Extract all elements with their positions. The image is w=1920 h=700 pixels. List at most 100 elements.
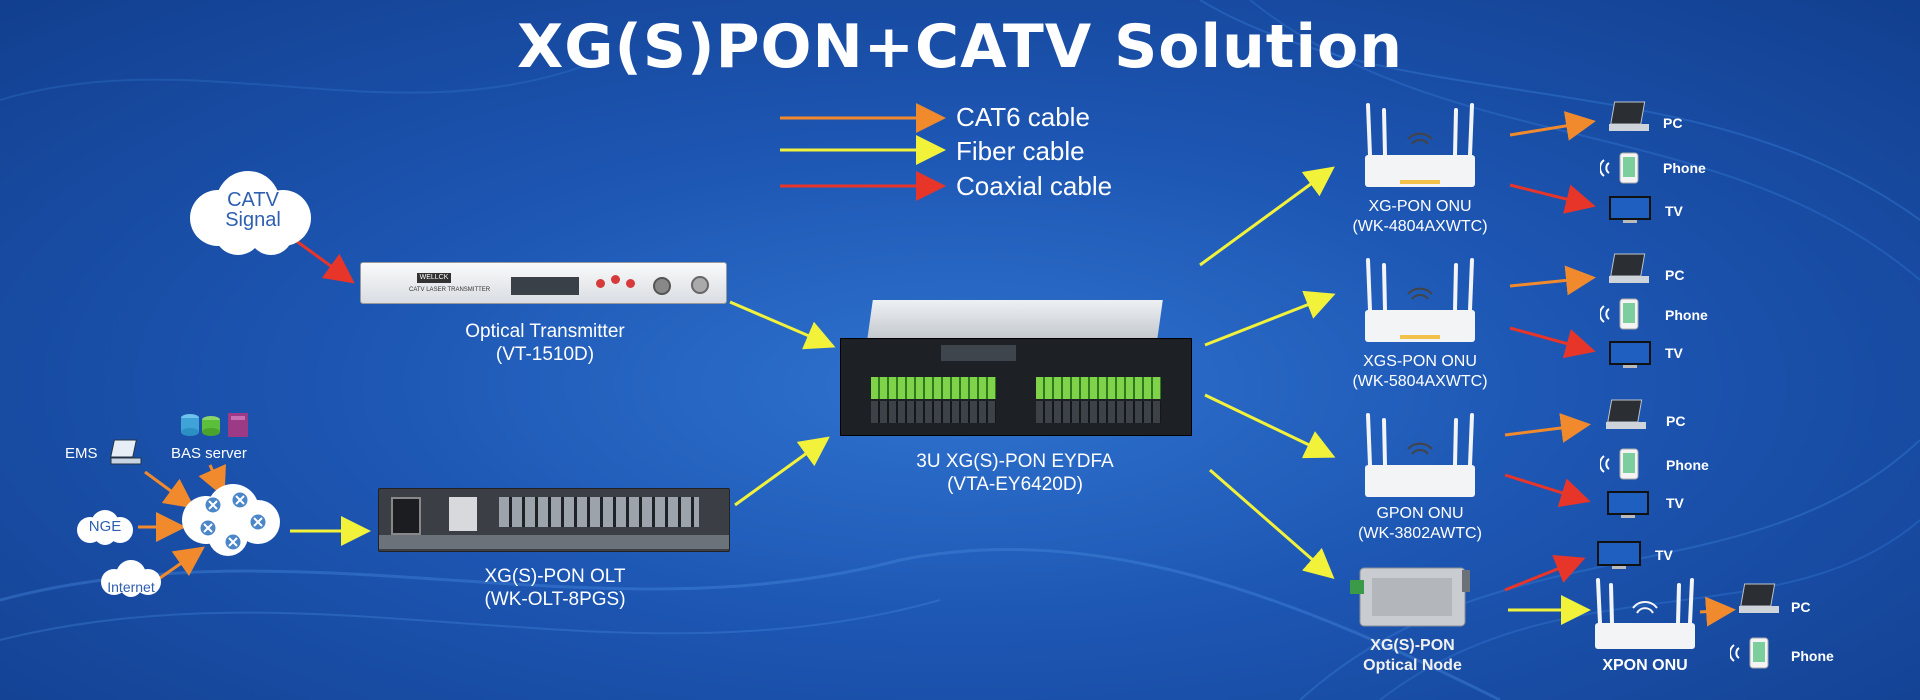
transmitter-button	[611, 275, 620, 284]
edfa-caption: 3U XG(S)-PON EYDFA (VTA-EY6420D)	[870, 450, 1160, 496]
laptop-icon	[1739, 583, 1779, 613]
catv-to-transmitter-arrow	[294, 238, 355, 284]
legend-fiber-label: Fiber cable	[956, 136, 1085, 166]
tv-icon	[1607, 491, 1649, 518]
optical-transmitter-caption: Optical Transmitter (VT-1510D)	[410, 320, 680, 366]
onu3-tv-label: TV	[1666, 495, 1684, 511]
onu2-phone-label: Phone	[1665, 307, 1708, 323]
node-tv-label: TV	[1655, 547, 1673, 563]
transmitter-display	[511, 277, 579, 295]
olt-device	[378, 488, 730, 552]
legend-coax-label: Coaxial cable	[956, 171, 1113, 201]
transmitter-panel-label: CATV LASER TRANSMITTER	[409, 287, 491, 293]
catv-signal-line1: CATV	[227, 189, 279, 211]
laptop-icon	[1609, 253, 1649, 283]
edfa-lower-ports-right	[1036, 401, 1161, 423]
optical-node-icon	[1350, 567, 1470, 627]
transmitter-model: (VT-1510D)	[495, 344, 595, 365]
edfa-display	[941, 345, 1016, 361]
database-server-icon	[181, 413, 248, 437]
transmitter-button	[626, 279, 635, 288]
edfa-front	[840, 338, 1192, 436]
edfa-to-node-arrow	[1209, 468, 1335, 579]
xpon-onu-caption: XPON ONU	[1602, 657, 1688, 674]
xpon-pc-arrow	[1699, 596, 1736, 627]
laptop-icon	[110, 439, 142, 465]
router-icon	[1365, 103, 1475, 187]
edfa-to-onu1-arrow	[1199, 166, 1335, 267]
edfa-port-bank-left	[871, 377, 996, 399]
tv-icon	[1609, 196, 1651, 223]
olt-front-strip	[379, 535, 729, 549]
onu3-model: (WK-3802AWTC)	[1358, 525, 1482, 542]
onu2-tv-label: TV	[1665, 345, 1683, 361]
transmitter-name: Optical Transmitter	[465, 321, 625, 342]
transmitter-to-edfa-arrow	[729, 300, 836, 350]
onu1-pc-label: PC	[1663, 115, 1683, 131]
transmitter-connector	[691, 276, 709, 294]
edfa-port-bank-right	[1036, 377, 1161, 399]
transmitter-button	[596, 279, 605, 288]
onu1-name: XG-PON ONU	[1368, 198, 1472, 215]
router-icon	[1365, 258, 1475, 342]
nge-label: NGE	[88, 518, 122, 535]
onu3-phone-label: Phone	[1666, 457, 1709, 473]
internet-arrow	[159, 546, 205, 580]
node-tv-arrow	[1504, 554, 1586, 592]
network-cloud-icon	[182, 484, 280, 556]
optical-node-name: XG(S)-PON	[1370, 637, 1455, 654]
transmitter-connector	[653, 277, 671, 295]
xpon-pc-label: PC	[1791, 599, 1811, 615]
transmitter-brand: WELLCK	[417, 273, 451, 283]
onu3-tv-arrow	[1504, 473, 1591, 508]
onu3-pc-label: PC	[1666, 413, 1686, 429]
olt-model: (WK-OLT-8PGS)	[484, 589, 626, 610]
onu2-model: (WK-5804AXWTC)	[1352, 373, 1488, 390]
ems-label: EMS	[65, 445, 98, 462]
edfa-name: 3U XG(S)-PON EYDFA	[916, 451, 1114, 472]
edfa-model: (VTA-EY6420D)	[947, 474, 1083, 495]
legend-cat6-label: CAT6 cable	[956, 102, 1090, 132]
olt-to-edfa-arrow	[734, 436, 830, 507]
onu1-pc-arrow	[1509, 111, 1596, 141]
olt-power-module	[391, 497, 421, 535]
ems-arrow	[144, 470, 195, 509]
onu2-pc-arrow	[1509, 265, 1596, 296]
xpon-phone-label: Phone	[1791, 648, 1834, 664]
nge-cloud-icon	[77, 510, 133, 545]
optical-node-name2: Optical Node	[1363, 657, 1462, 674]
catv-signal-label: CATV Signal	[203, 190, 303, 230]
onu1-model: (WK-4804AXWTC)	[1352, 218, 1488, 235]
edfa-lower-ports-left	[871, 401, 996, 423]
onu1-caption: XG-PON ONU (WK-4804AXWTC)	[1330, 197, 1510, 237]
catv-signal-line2: Signal	[225, 209, 281, 231]
laptop-icon	[1606, 399, 1646, 429]
router-icon	[1365, 413, 1475, 497]
olt-name: XG(S)-PON OLT	[484, 566, 626, 587]
onu2-tv-arrow	[1509, 326, 1596, 359]
page-title: XG(S)PON+CATV Solution	[517, 12, 1403, 82]
router-icon	[1595, 578, 1695, 649]
phone-icon	[1600, 298, 1639, 330]
olt-panel	[449, 497, 477, 531]
onu3-pc-arrow	[1504, 413, 1591, 443]
onu1-phone-label: Phone	[1663, 160, 1706, 176]
internet-cloud-icon	[101, 560, 161, 597]
bas-server-label: BAS server	[171, 445, 247, 462]
onu2-pc-label: PC	[1665, 267, 1685, 283]
olt-port-block	[499, 497, 699, 527]
onu3-name: GPON ONU	[1376, 505, 1464, 522]
onu1-tv-arrow	[1509, 183, 1596, 214]
edfa-to-onu2-arrow	[1204, 290, 1336, 347]
onu2-caption: XGS-PON ONU (WK-5804AXWTC)	[1330, 352, 1510, 392]
phone-icon	[1730, 637, 1769, 669]
onu2-name: XGS-PON ONU	[1363, 353, 1477, 370]
onu3-caption: GPON ONU (WK-3802AWTC)	[1330, 504, 1510, 544]
edfa-device	[840, 300, 1192, 436]
catv-cloud-icon	[190, 171, 311, 255]
optical-transmitter-device: WELLCK CATV LASER TRANSMITTER	[360, 262, 727, 304]
optical-node-caption: XG(S)-PON Optical Node	[1330, 636, 1495, 676]
onu1-tv-label: TV	[1665, 203, 1683, 219]
